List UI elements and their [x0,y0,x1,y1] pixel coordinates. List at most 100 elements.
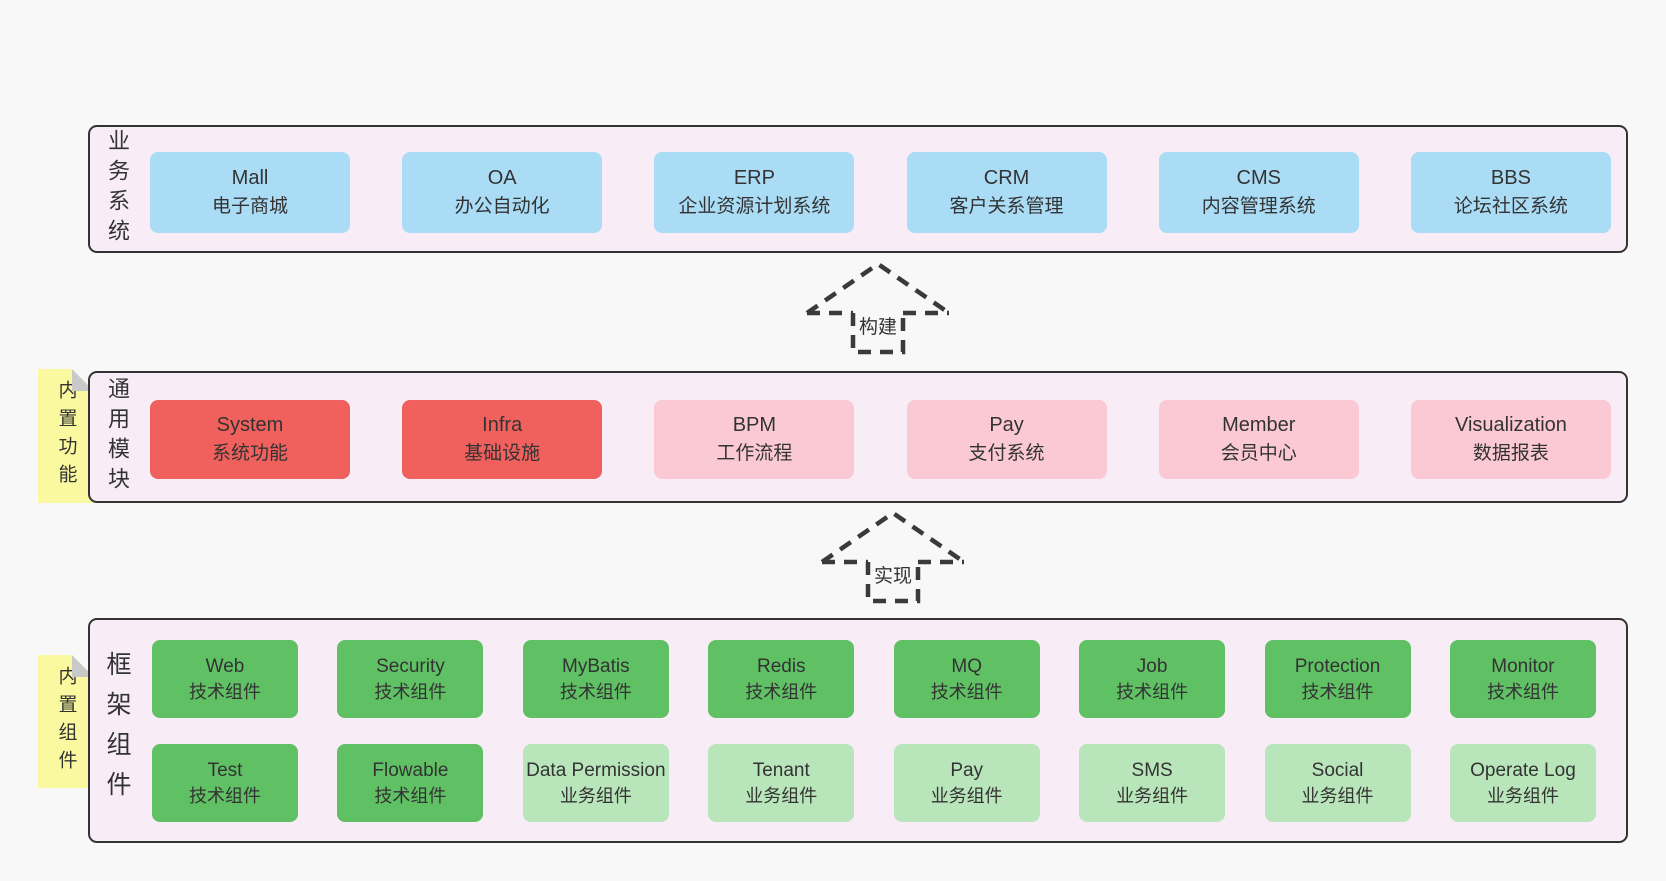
box-subtitle: 办公自动化 [454,196,550,218]
sticky-built-in-components: 内置组件 [38,655,94,788]
box-monitor: Monitor 技术组件 [1449,640,1596,718]
box-title: Data Permission [526,760,666,782]
box-title: Test [207,760,243,782]
up-block-arrow-icon [820,510,966,604]
sticky-label: 内置功能 [55,380,77,492]
box-title: Operate Log [1470,760,1576,782]
box-subtitle: 内容管理系统 [1201,196,1316,218]
box-subtitle: 支付系统 [968,443,1045,465]
box-erp: ERP 企业资源计划系统 [654,152,855,233]
box-subtitle: 企业资源计划系统 [678,196,831,218]
box-subtitle: 业务组件 [1301,785,1374,806]
framework-row-2: Test 技术组件 Flowable 技术组件 Data Permission … [152,744,1596,822]
band-boxes: Web 技术组件 Security 技术组件 MyBatis 技术组件 Redi… [152,640,1596,822]
box-title: MQ [951,656,982,678]
box-title: Pay [989,414,1024,437]
box-subtitle: 业务组件 [930,785,1003,806]
box-subtitle: 技术组件 [1486,681,1559,702]
box-member: Member 会员中心 [1158,400,1359,479]
arrow-label: 构建 [855,312,901,339]
band-boxes: Mall 电子商城 OA 办公自动化 ERP 企业资源计划系统 CRM 客户关系… [150,152,1611,233]
box-title: Job [1136,656,1168,678]
box-title: Tenant [752,760,810,782]
box-crm: CRM 客户关系管理 [906,152,1107,233]
box-oa: OA 办公自动化 [402,152,603,233]
box-title: CMS [1236,167,1281,190]
box-mall: Mall 电子商城 [150,152,350,233]
band-common-modules: 通用模块 System 系统功能 Infra 基础设施 BPM 工作流程 Pay… [88,371,1628,503]
band-boxes: System 系统功能 Infra 基础设施 BPM 工作流程 Pay 支付系统… [150,400,1611,479]
box-title: Flowable [372,760,449,782]
box-subtitle: 技术组件 [189,681,261,702]
box-title: Monitor [1491,656,1555,678]
box-subtitle: 技术组件 [559,681,632,702]
box-title: BBS [1490,167,1531,190]
box-sms: SMS 业务组件 [1079,744,1226,822]
box-security: Security 技术组件 [337,640,484,718]
box-title: Visualization [1454,414,1567,437]
sticky-built-in-features: 内置功能 [38,369,94,503]
box-cms: CMS 内容管理系统 [1158,152,1359,233]
box-subtitle: 技术组件 [1301,681,1374,702]
box-title: ERP [733,167,775,190]
sticky-label: 内置组件 [55,665,77,778]
box-web: Web 技术组件 [152,640,298,718]
box-subtitle: 业务组件 [559,785,632,806]
box-subtitle: 技术组件 [374,681,447,702]
arrow-build: 构建 [805,258,951,355]
box-operate-log: Operate Log 业务组件 [1449,744,1596,822]
up-block-arrow-icon [805,261,951,355]
band-label-text: 业务系统 [105,129,130,249]
box-data-permission: Data Permission 业务组件 [522,744,669,822]
box-subtitle: 客户关系管理 [949,196,1064,218]
box-title: Pay [950,760,984,782]
box-title: OA [487,167,517,190]
framework-row-1: Web 技术组件 Security 技术组件 MyBatis 技术组件 Redi… [152,640,1596,718]
box-title: Web [205,656,245,678]
box-infra: Infra 基础设施 [402,400,603,479]
box-subtitle: 技术组件 [1116,681,1189,702]
box-subtitle: 工作流程 [716,443,793,465]
box-subtitle: 会员中心 [1220,443,1297,465]
box-title: Redis [756,656,806,678]
box-subtitle: 技术组件 [374,785,447,806]
box-redis: Redis 技术组件 [708,640,855,718]
band-label: 业务系统 [99,127,135,251]
box-subtitle: 业务组件 [1486,785,1559,806]
box-title: Security [376,656,445,678]
box-title: BPM [732,414,777,437]
box-social: Social 业务组件 [1264,744,1411,822]
box-title: CRM [983,167,1030,190]
box-tenant: Tenant 业务组件 [708,744,855,822]
box-subtitle: 技术组件 [189,785,261,806]
box-subtitle: 技术组件 [930,681,1003,702]
box-protection: Protection 技术组件 [1264,640,1411,718]
box-test: Test 技术组件 [152,744,298,822]
box-job: Job 技术组件 [1079,640,1226,718]
box-title: System [216,414,284,437]
box-subtitle: 基础设施 [464,443,541,465]
band-label-text: 通用模块 [105,377,130,497]
box-title: Social [1311,760,1364,782]
box-mq: MQ 技术组件 [893,640,1040,718]
box-subtitle: 电子商城 [211,196,288,218]
box-pay-business: Pay 业务组件 [893,744,1040,822]
band-label: 框架组件 [99,620,135,841]
band-label: 通用模块 [99,373,135,501]
box-flowable: Flowable 技术组件 [337,744,484,822]
box-system: System 系统功能 [150,400,350,479]
box-bbs: BBS 论坛社区系统 [1410,152,1611,233]
box-subtitle: 业务组件 [1116,785,1189,806]
box-title: MyBatis [562,656,630,678]
box-mybatis: MyBatis 技术组件 [522,640,669,718]
box-visualization: Visualization 数据报表 [1410,400,1611,479]
box-title: Member [1222,414,1296,437]
arrow-implement: 实现 [820,507,966,604]
band-framework-components: 框架组件 Web 技术组件 Security 技术组件 MyBatis 技术组件… [88,618,1628,843]
band-business-systems: 业务系统 Mall 电子商城 OA 办公自动化 ERP 企业资源计划系统 CRM… [88,125,1628,253]
arrow-label: 实现 [870,561,916,588]
box-subtitle: 技术组件 [745,681,818,702]
box-subtitle: 数据报表 [1472,443,1549,465]
band-label-text: 框架组件 [103,650,131,811]
